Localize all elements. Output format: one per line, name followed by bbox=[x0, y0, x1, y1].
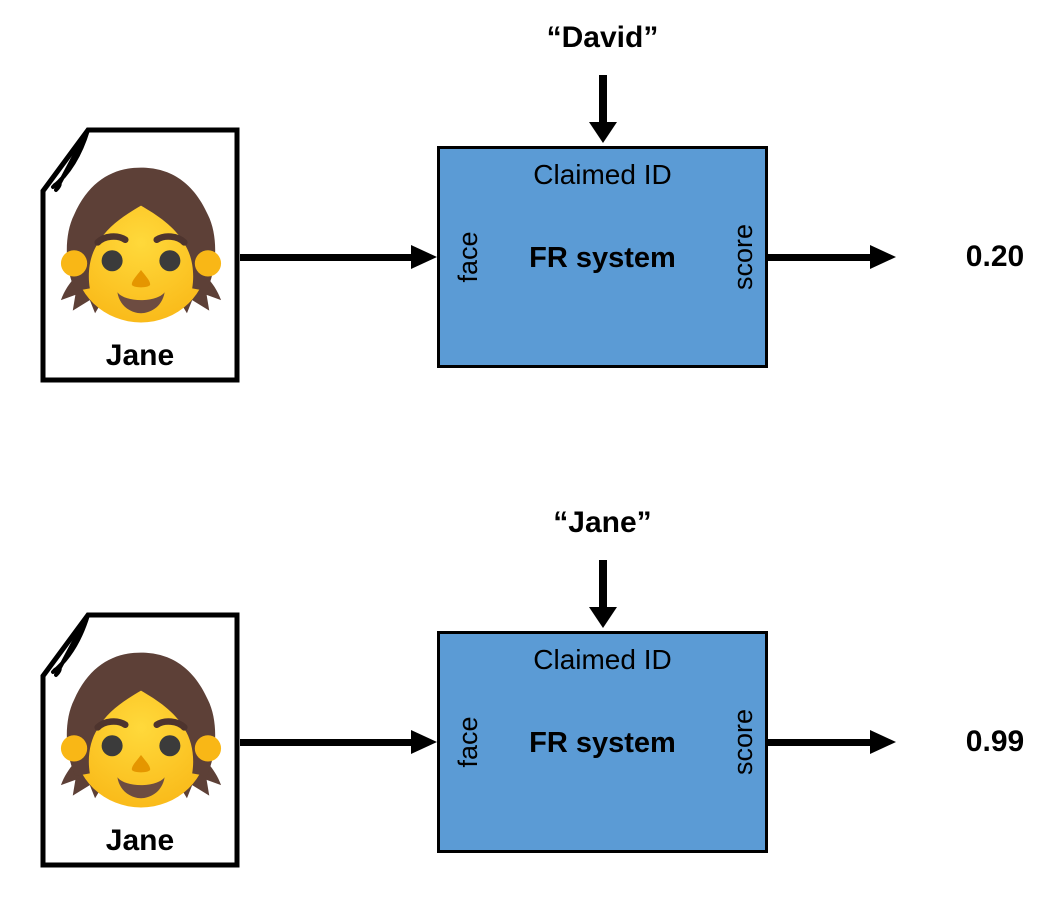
score-output-arrow bbox=[768, 730, 896, 754]
face-input-arrow bbox=[240, 245, 437, 269]
face-port-label: face bbox=[453, 231, 483, 283]
probe-name-label: Jane bbox=[105, 824, 175, 857]
arrow-shaft bbox=[599, 560, 607, 607]
girl-emoji-icon bbox=[57, 161, 225, 329]
probe-image-card: Jane bbox=[40, 612, 240, 868]
probe-name-label: Jane bbox=[105, 339, 175, 372]
score-port-label: score bbox=[728, 223, 758, 291]
score-value: 0.20 bbox=[965, 240, 1025, 273]
fr-system-label: FR system bbox=[529, 242, 676, 274]
claimed-id-value: “Jane” bbox=[553, 506, 652, 539]
arrow-head bbox=[411, 730, 437, 754]
girl-emoji-icon bbox=[57, 646, 225, 814]
verification-row-genuine: “Jane” Jane Claimed ID FR system face sc… bbox=[0, 503, 1064, 875]
fr-system-box: Claimed ID FR system face score bbox=[437, 146, 768, 368]
fr-system-box: Claimed ID FR system face score bbox=[437, 631, 768, 853]
claimed-id-arrow bbox=[589, 75, 617, 143]
face-input-arrow bbox=[240, 730, 437, 754]
score-port-label: score bbox=[728, 708, 758, 776]
arrow-shaft bbox=[768, 253, 870, 261]
claimed-id-arrow bbox=[589, 560, 617, 628]
arrow-head bbox=[589, 607, 617, 628]
arrow-shaft bbox=[599, 75, 607, 122]
claimed-id-value: “David” bbox=[546, 21, 659, 54]
arrow-head bbox=[589, 122, 617, 143]
arrow-head bbox=[411, 245, 437, 269]
arrow-head bbox=[870, 730, 896, 754]
score-value: 0.99 bbox=[965, 725, 1025, 758]
arrow-shaft bbox=[240, 738, 411, 746]
claimed-id-port-label: Claimed ID bbox=[533, 159, 672, 190]
fr-system-label: FR system bbox=[529, 727, 676, 759]
claimed-id-port-label: Claimed ID bbox=[533, 644, 672, 675]
score-output-arrow bbox=[768, 245, 896, 269]
arrow-head bbox=[870, 245, 896, 269]
arrow-shaft bbox=[240, 253, 411, 261]
verification-row-impostor: “David” Jane Claimed ID FR system face s… bbox=[0, 18, 1064, 388]
arrow-shaft bbox=[768, 738, 870, 746]
face-port-label: face bbox=[453, 716, 483, 768]
probe-image-card: Jane bbox=[40, 127, 240, 383]
